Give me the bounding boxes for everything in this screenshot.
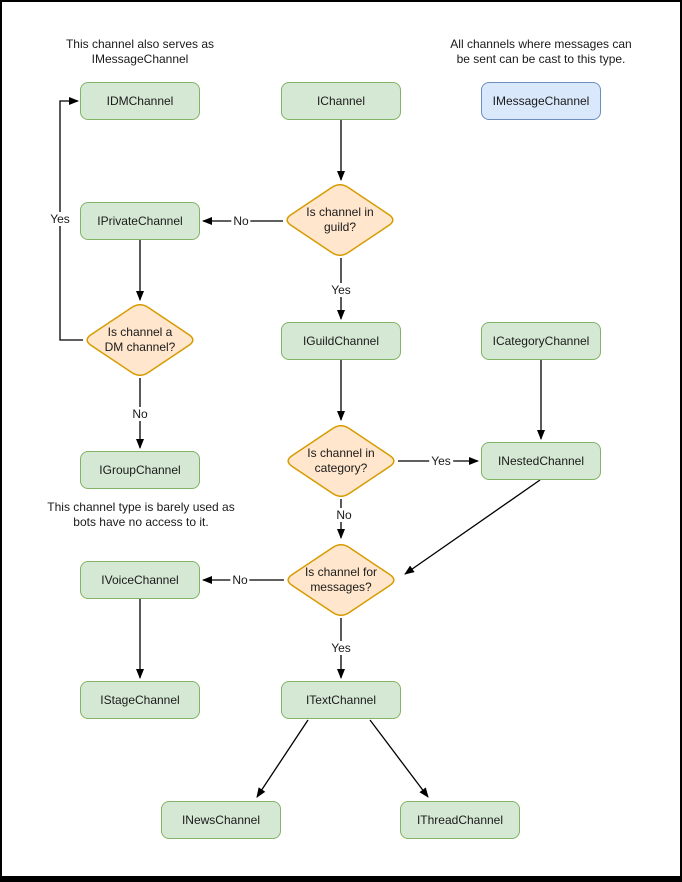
node-label: IMessageChannel [492,94,590,108]
note-line: bots have no access to it. [73,515,209,529]
decision-line: DM channel? [104,340,176,354]
note-line: be sent can be cast to this type. [456,52,626,66]
node-icategorychannel: ICategoryChannel [481,322,601,360]
note-line: All channels where messages can [450,37,632,51]
decision-line: messages? [310,580,372,594]
decision-line: guild? [323,220,357,234]
node-label: ICategoryChannel [492,334,590,348]
edge-label-category-no: No [334,508,354,522]
edge-itextchannel-to-inewschannel [256,719,309,798]
node-igroupchannel: IGroupChannel [80,451,200,489]
decision-messages-label: Is channel for messages? [285,565,397,595]
edge-label-guild-no: No [231,214,251,228]
node-iguildchannel: IGuildChannel [281,322,401,360]
node-label: IGuildChannel [302,334,380,348]
node-label: IDMChannel [106,94,174,108]
node-inestedchannel: INestedChannel [481,442,601,480]
decision-guild-label: Is channel in guild? [284,205,396,235]
decision-line: Is channel in [306,205,374,219]
bottom-border-bar [0,876,682,882]
node-idmchannel: IDMChannel [80,82,200,120]
node-label: ITextChannel [305,693,377,707]
edge-label-messages-no: No [230,573,250,587]
note-idmchannel: This channel also serves as IMessageChan… [20,37,260,67]
node-ivoicechannel: IVoiceChannel [80,561,200,599]
node-label: IVoiceChannel [101,573,179,587]
note-igroupchannel: This channel type is barely used as bots… [21,500,261,530]
node-imessagechannel: IMessageChannel [481,82,601,120]
decision-category-label: Is channel in category? [285,446,397,476]
node-inewschannel: INewsChannel [161,801,281,839]
edge-label-guild-yes: Yes [329,283,353,297]
node-istagechannel: IStageChannel [80,681,200,719]
note-line: This channel also serves as [65,37,215,51]
decision-line: Is channel for [304,565,378,579]
note-line: IMessageChannel [91,52,189,66]
decision-line: category? [314,461,368,475]
edge-inestedchannel-to-messages-decision [404,479,541,575]
note-imessagechannel: All channels where messages can be sent … [421,37,661,67]
node-label: IChannel [316,94,366,108]
edge-label-dm-yes: Yes [48,212,72,226]
decision-dm-label: Is channel a DM channel? [84,325,196,355]
node-itextchannel: ITextChannel [281,681,401,719]
note-line: This channel type is barely used as [47,500,235,514]
edge-itextchannel-to-ithreadchannel [369,719,429,798]
node-ithreadchannel: IThreadChannel [400,801,520,839]
decision-line: Is channel a [107,325,173,339]
node-label: IThreadChannel [416,813,504,827]
edge-label-messages-yes: Yes [329,641,353,655]
node-label: IGroupChannel [99,463,181,477]
edge-label-category-yes: Yes [429,454,453,468]
decision-line: Is channel in [307,446,375,460]
node-label: IPrivateChannel [97,214,183,228]
node-label: INewsChannel [181,813,261,827]
node-label: INestedChannel [497,454,585,468]
node-iprivatechannel: IPrivateChannel [80,202,200,240]
edge-label-dm-no: No [130,407,150,421]
node-label: IStageChannel [100,693,180,707]
node-ichannel: IChannel [281,82,401,120]
